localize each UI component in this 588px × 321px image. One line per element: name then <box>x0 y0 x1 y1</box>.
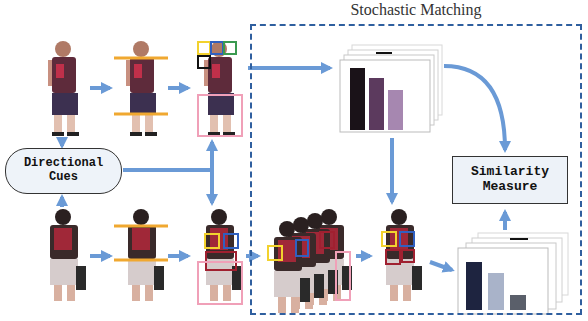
probe-histogram <box>340 45 442 132</box>
node-label: Similarity Measure <box>463 165 557 195</box>
gallery-person-patches <box>198 209 242 304</box>
gallery-histogram <box>458 233 568 314</box>
probe-person <box>48 41 79 136</box>
region-title: Stochastic Matching <box>252 1 580 19</box>
gallery-person <box>50 209 86 301</box>
process-box: Similarity Measure <box>452 156 568 204</box>
probe-person-split <box>114 41 168 136</box>
flow-arrows <box>62 66 505 270</box>
dashed-region: Stochastic MatchingSimilarity Measure <box>250 24 582 315</box>
patch-samples <box>268 209 352 313</box>
gallery-person-split <box>114 209 168 301</box>
gallery-person-matched <box>382 209 422 301</box>
node-label: Directional Cues <box>20 157 108 185</box>
rounded-box: Directional Cues <box>5 148 122 194</box>
probe-person-patches <box>198 41 242 136</box>
